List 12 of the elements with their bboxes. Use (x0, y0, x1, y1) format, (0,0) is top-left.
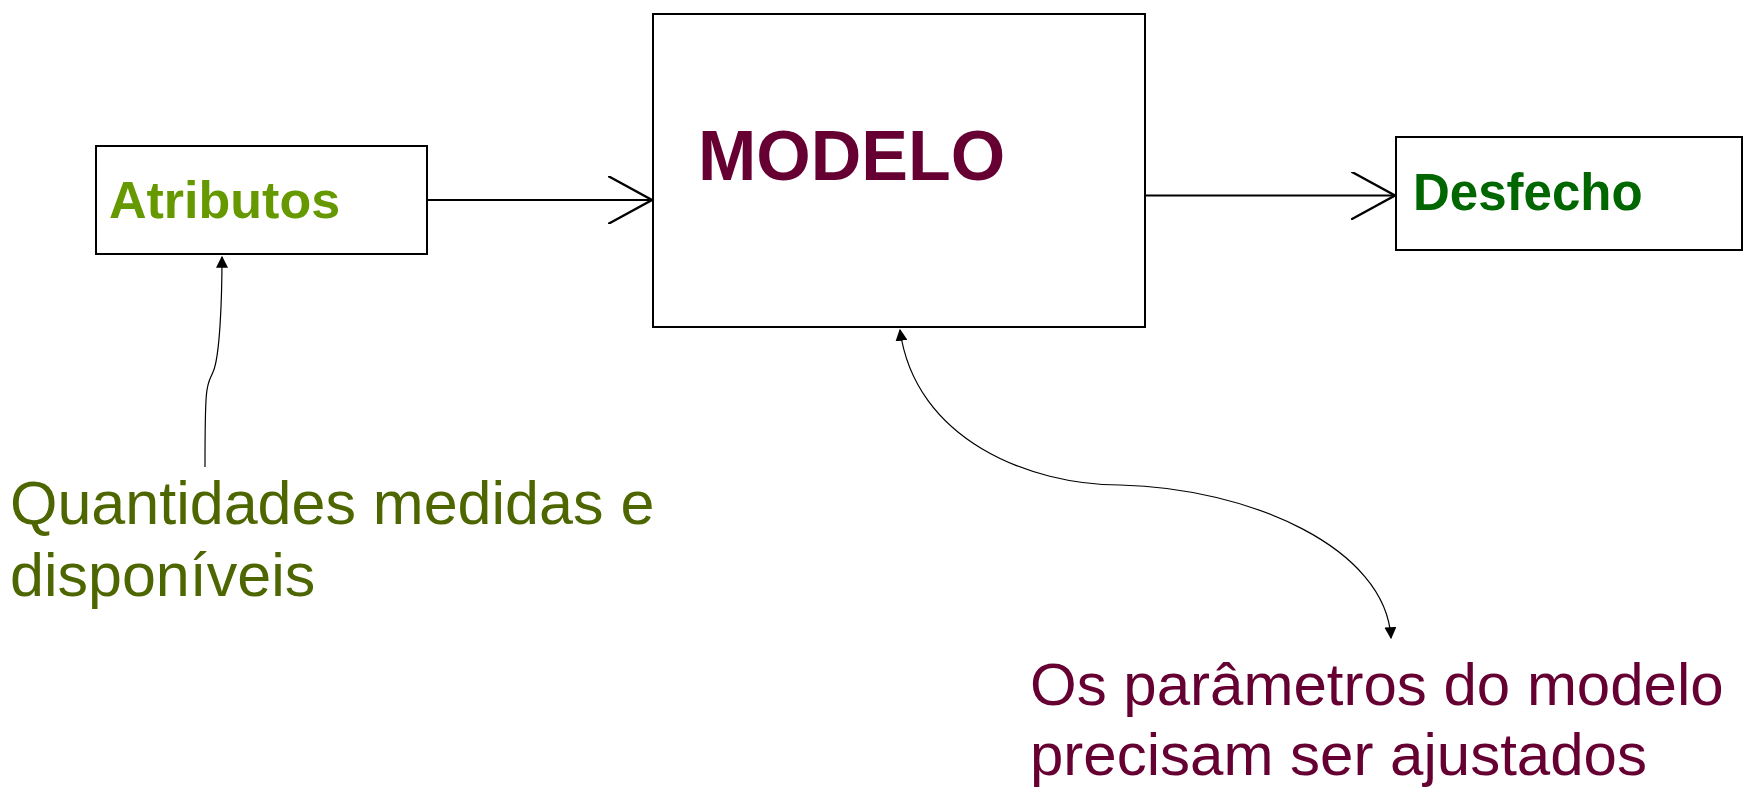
note-text: Quantidades medidas e disponíveis (10, 468, 656, 611)
arrow (1145, 170, 1397, 221)
box-label: Desfecho (1413, 163, 1644, 224)
process-box (1395, 136, 1743, 251)
leader-line (204, 255, 228, 468)
note-text: Os parâmetros do modelo precisam ser ajustados (1030, 650, 1725, 790)
process-box (95, 145, 428, 255)
leader-line (896, 328, 1395, 640)
box-label: Atributos (109, 170, 342, 231)
arrow (427, 174, 654, 226)
process-box (652, 13, 1146, 328)
box-label: MODELO (698, 121, 1007, 191)
